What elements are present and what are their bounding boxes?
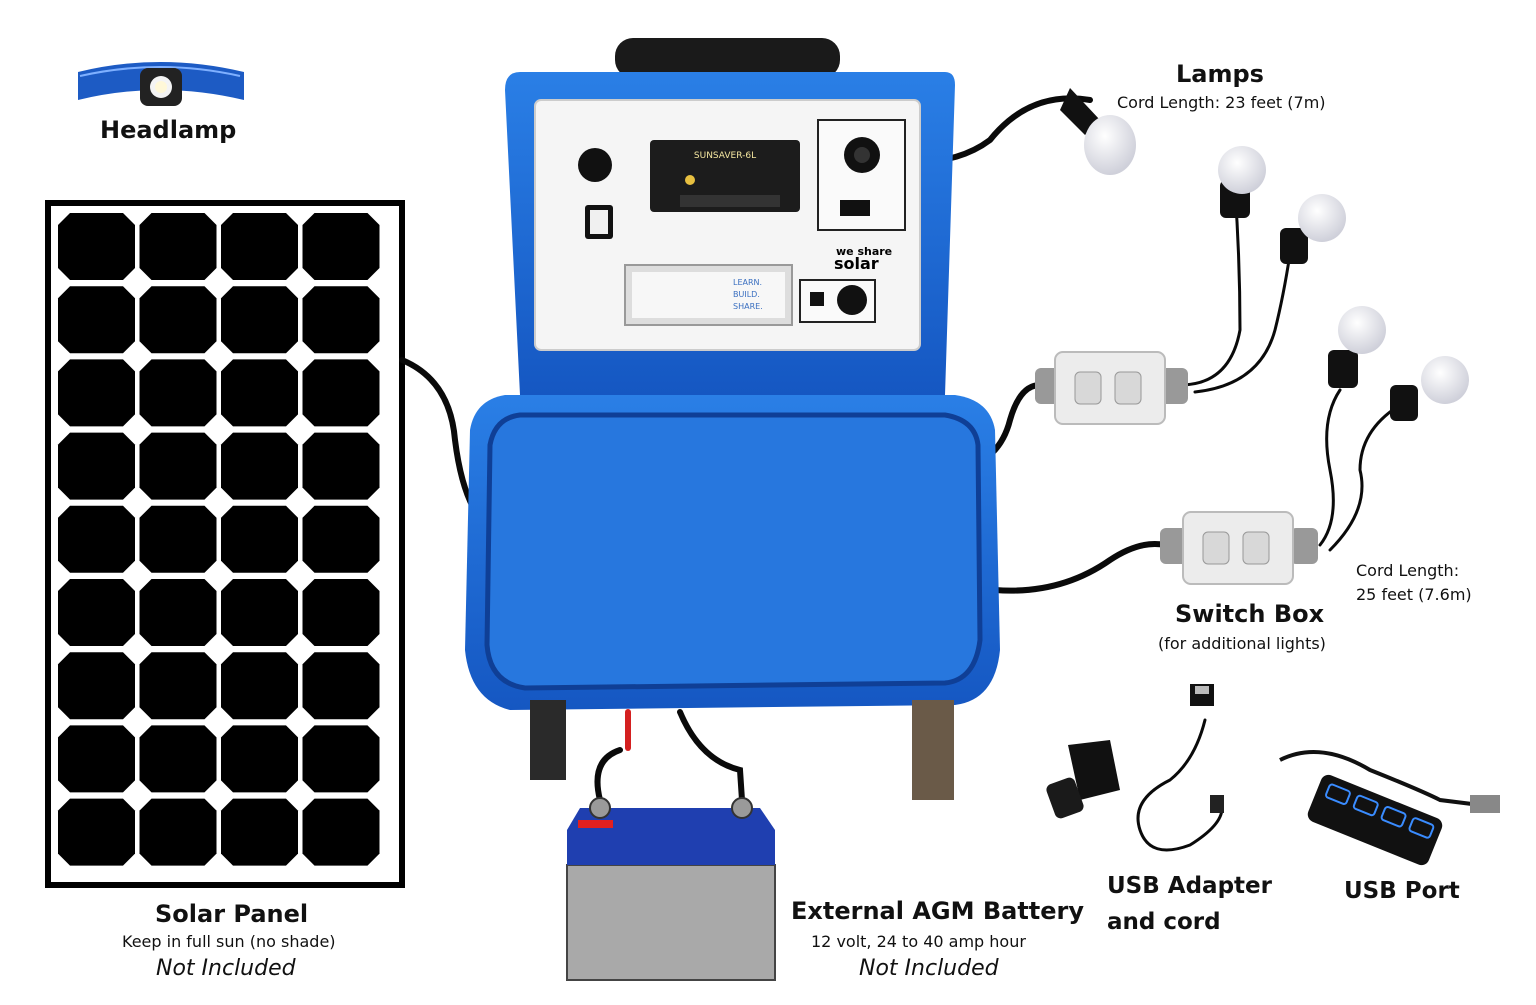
solar-cell <box>221 652 298 720</box>
solar-cell <box>221 359 298 427</box>
usb-adapter-icon <box>1046 684 1224 819</box>
solar-cell <box>139 213 217 280</box>
solar-cell <box>139 432 217 500</box>
solar-cell <box>302 213 380 280</box>
usb-port-label: USB Port <box>1344 878 1460 904</box>
usb-hub-icon <box>1279 750 1500 866</box>
battery-title: External AGM Battery <box>791 897 1085 925</box>
solar-cell <box>139 579 217 646</box>
solar-panel-note: Not Included <box>156 956 296 981</box>
lamp-3 <box>1328 306 1386 388</box>
solar-cell <box>302 286 380 354</box>
usb-adapter-line-2: and cord <box>1107 909 1221 935</box>
solar-cell <box>139 725 217 793</box>
solar-cell <box>302 725 380 793</box>
battery <box>566 797 776 981</box>
solar-cell <box>58 505 135 573</box>
solar-panel-title: Solar Panel <box>155 900 309 928</box>
solar-cell <box>58 798 135 866</box>
headlamp-icon <box>78 62 244 106</box>
controller-label: SUNSAVER-6L <box>694 151 756 161</box>
solar-cell <box>139 652 217 720</box>
solar-cell <box>221 432 298 500</box>
solar-cell <box>58 432 135 500</box>
battery-note: Not Included <box>859 956 999 981</box>
switchbox-cord-line-1: Cord Length: <box>1356 561 1460 580</box>
solar-cell <box>58 652 135 720</box>
brand-line-1: we share <box>836 245 892 258</box>
solar-cell <box>221 505 298 573</box>
solar-cell <box>58 359 135 427</box>
solar-cell <box>302 432 380 500</box>
solar-cell <box>302 579 380 646</box>
solar-cell <box>302 505 380 573</box>
solar-cell <box>139 798 217 866</box>
solar-cell <box>221 725 298 793</box>
headlamp-label: Headlamp <box>100 116 237 144</box>
plaque-share: SHARE. <box>733 302 763 311</box>
solar-cell <box>58 213 135 280</box>
switch-box-2 <box>1160 511 1318 585</box>
solar-cell <box>139 505 217 573</box>
solar-cell <box>302 652 380 720</box>
solar-cell <box>221 286 298 354</box>
solar-cell <box>58 286 135 354</box>
usb-adapter-line-1: USB Adapter <box>1107 873 1272 899</box>
solar-panel <box>45 200 405 888</box>
solar-cell <box>302 359 380 427</box>
solar-cell <box>139 359 217 427</box>
plaque-build: BUILD. <box>733 290 760 299</box>
lamp-main <box>1060 88 1136 175</box>
solar-panel-subtitle: Keep in full sun (no shade) <box>122 932 336 951</box>
solar-cell <box>139 286 217 354</box>
switchbox-cord-line-2: 25 feet (7.6m) <box>1356 585 1472 604</box>
switchbox-subtitle: (for additional lights) <box>1158 634 1326 653</box>
plaque-learn: LEARN. <box>733 278 762 287</box>
switchbox-title: Switch Box <box>1175 600 1325 628</box>
lamp-1 <box>1218 146 1266 218</box>
lamp-2 <box>1280 194 1346 264</box>
lamps-title: Lamps <box>1176 60 1264 88</box>
solar-cell <box>58 579 135 646</box>
lamp-4 <box>1390 356 1469 421</box>
case: SUNSAVER-6L we share solar LEARN. BUILD.… <box>465 38 1000 800</box>
solar-cell <box>58 725 135 793</box>
battery-subtitle: 12 volt, 24 to 40 amp hour <box>811 932 1026 951</box>
solar-cell <box>221 213 298 280</box>
brand-line-2: solar <box>834 254 879 273</box>
solar-cell <box>221 579 298 646</box>
lamps-cord-length: Cord Length: 23 feet (7m) <box>1117 93 1326 112</box>
solar-cell <box>221 798 298 866</box>
solar-cell <box>302 798 380 866</box>
switch-box-1 <box>1035 351 1188 425</box>
